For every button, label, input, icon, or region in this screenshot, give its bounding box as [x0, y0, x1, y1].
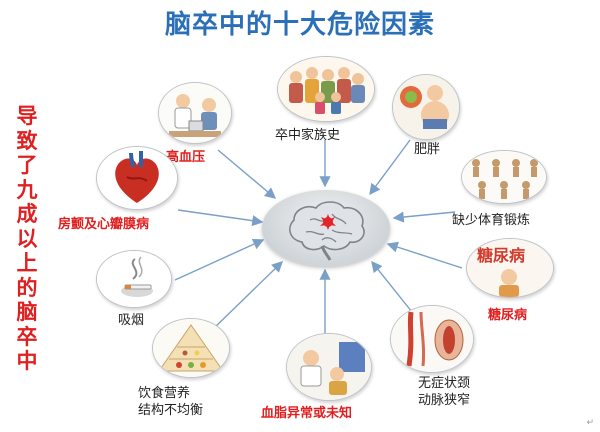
side-char: 的	[16, 275, 38, 300]
side-char: 脑	[16, 300, 38, 324]
blood-pressure-doctor-illustration	[159, 83, 231, 143]
smoking-label: 吸烟	[118, 313, 145, 328]
side-char: 导	[16, 104, 38, 128]
food-pyramid-illustration	[153, 319, 229, 377]
exercise-poses-illustration	[462, 151, 546, 203]
arrow-diet	[211, 261, 284, 331]
obese-person-illustration	[393, 75, 459, 139]
diabetes-image-text: 糖尿病	[477, 246, 525, 265]
atrial-fibrillation-label: 房颤及心瓣膜病	[58, 217, 150, 232]
carotid-artery-illustration	[391, 306, 473, 372]
side-char: 卒	[16, 324, 38, 349]
lack-exercise-image	[461, 150, 547, 204]
diabetes-image: 糖尿病	[466, 238, 554, 298]
doctor-patient-illustration	[287, 334, 371, 400]
obesity-label: 肥胖	[414, 142, 441, 157]
side-char: 九	[16, 177, 38, 202]
diet-image	[152, 318, 230, 378]
hypertension-label: 高血压	[166, 150, 206, 165]
side-char: 上	[16, 251, 38, 275]
side-char: 成	[16, 202, 38, 226]
arrow-atrial-fibrillation	[177, 209, 264, 227]
arrow-obesity	[369, 139, 411, 196]
dyslipidemia-image	[286, 333, 372, 401]
diabetes-person-illustration: 糖尿病	[467, 239, 553, 297]
side-char: 以	[16, 226, 38, 251]
diet-label-line2: 结构不均衡	[138, 403, 204, 418]
heart-illustration	[97, 147, 177, 209]
atrial-fibrillation-image	[96, 146, 178, 210]
carotid-stenosis-label-line1: 无症状颈	[418, 376, 471, 391]
side-char: 了	[16, 153, 38, 177]
family-history-label: 卒中家族史	[275, 128, 341, 143]
cigarette-smoke-illustration	[97, 251, 171, 307]
arrow-diabetes	[386, 241, 463, 269]
carotid-stenosis-image	[390, 305, 474, 373]
family-group-illustration	[278, 57, 374, 121]
diagram-title: 脑卒中的十大危险因素	[164, 10, 435, 40]
arrow-hypertension	[217, 149, 277, 199]
corner-mark: ↵	[586, 418, 594, 428]
obesity-image	[392, 74, 460, 140]
smoking-image	[96, 250, 172, 308]
dyslipidemia-label: 血脂异常或未知	[261, 406, 353, 421]
hypertension-image	[158, 82, 232, 144]
diet-label-line1: 饮食营养	[138, 386, 191, 401]
carotid-stenosis-label-line2: 动脉狭窄	[418, 393, 471, 408]
family-history-image	[277, 56, 375, 122]
lack-exercise-label: 缺少体育锻炼	[452, 213, 531, 228]
diabetes-label: 糖尿病	[488, 308, 528, 323]
brain-icon	[289, 201, 365, 261]
side-char: 中	[16, 349, 38, 373]
arrow-smoking	[174, 238, 265, 281]
side-caption: 导 致 了 九 成 以 上 的 脑 卒 中	[10, 104, 44, 374]
arrow-lack-exercise	[392, 211, 456, 223]
side-char: 致	[16, 128, 38, 153]
brain-center	[262, 190, 390, 266]
